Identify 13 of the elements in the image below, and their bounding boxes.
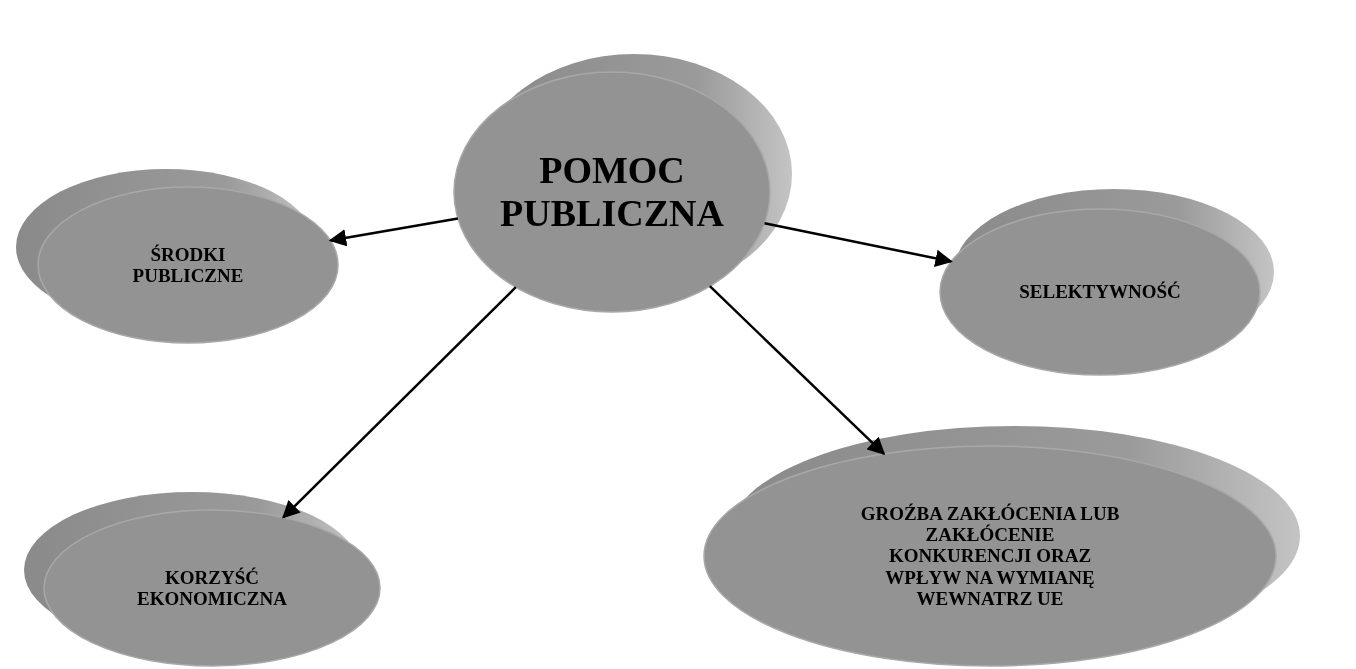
arrow xyxy=(709,285,886,456)
ellipse-node xyxy=(940,189,1274,375)
ellipse-node xyxy=(454,54,792,312)
ellipse-node xyxy=(16,169,338,343)
node-label: KORZYŚĆ EKONOMICZNA xyxy=(136,566,288,610)
node-label: SELEKTYWNOŚĆ xyxy=(1019,281,1181,303)
ellipse-node xyxy=(24,492,380,666)
arrow xyxy=(764,222,953,267)
node-label: GROŹBA ZAKŁÓCENIA LUB ZAKŁÓCENIE KONKURENCJI ORAZ WPŁYW NA WYMIANĘ WEWNATRZ UE xyxy=(859,502,1121,610)
node-label: ŚRODKI PUBLICZNE xyxy=(131,243,245,287)
ellipse-node xyxy=(704,426,1300,666)
arrow xyxy=(282,286,517,519)
node-label: POMOC PUBLICZNA xyxy=(499,149,725,235)
